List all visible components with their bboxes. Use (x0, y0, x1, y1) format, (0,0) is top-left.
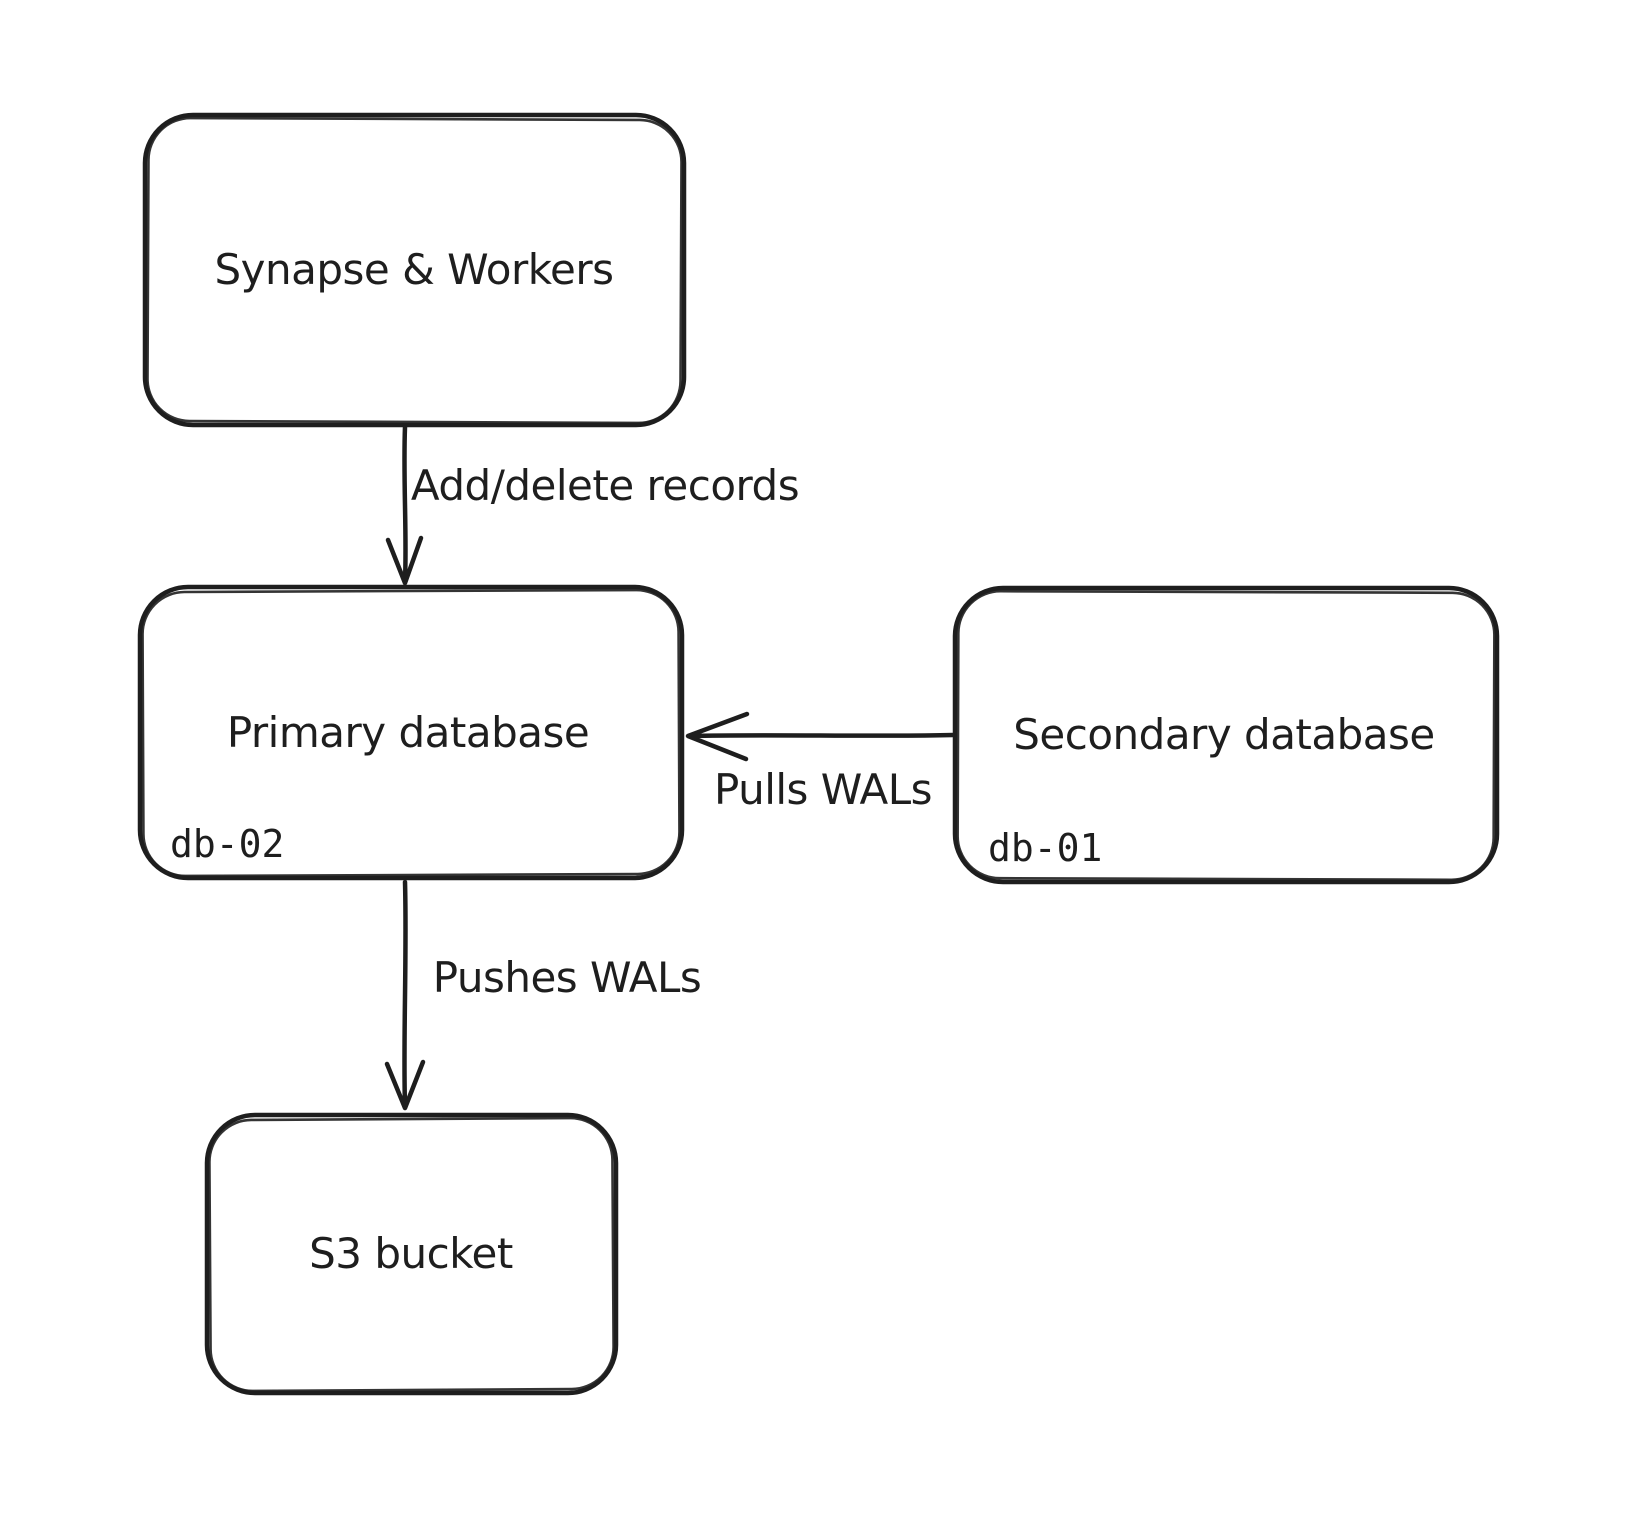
edge-label-pushes-wals: Pushes WALs (432, 952, 702, 1002)
node-label-secondary-database: Secondary database (1013, 709, 1435, 759)
node-box-primary-database[interactable] (137, 584, 685, 881)
node-sublabel-db-02: db-02 (170, 822, 285, 866)
arrowhead-down-icon (385, 535, 424, 586)
edge-arrow-pushes-wals[interactable] (384, 879, 426, 1111)
node-label-s3-bucket: S3 bucket (309, 1228, 513, 1278)
node-sublabel-db-01: db-01 (988, 826, 1103, 870)
edge-label-pulls-wals: Pulls WALs (713, 764, 933, 814)
node-box-s3-bucket[interactable] (204, 1112, 619, 1396)
arrowhead-down-icon (384, 1059, 426, 1111)
edge-label-add-delete-records: Add/delete records (410, 460, 800, 510)
node-label-primary-database: Primary database (226, 707, 590, 757)
edge-arrow-add-delete-records[interactable] (385, 424, 424, 586)
node-label-synapse-workers: Synapse & Workers (214, 244, 614, 294)
edge-arrow-pulls-wals[interactable] (685, 711, 956, 762)
arrowhead-left-icon (685, 711, 750, 762)
node-box-synapse-workers[interactable] (142, 112, 687, 428)
